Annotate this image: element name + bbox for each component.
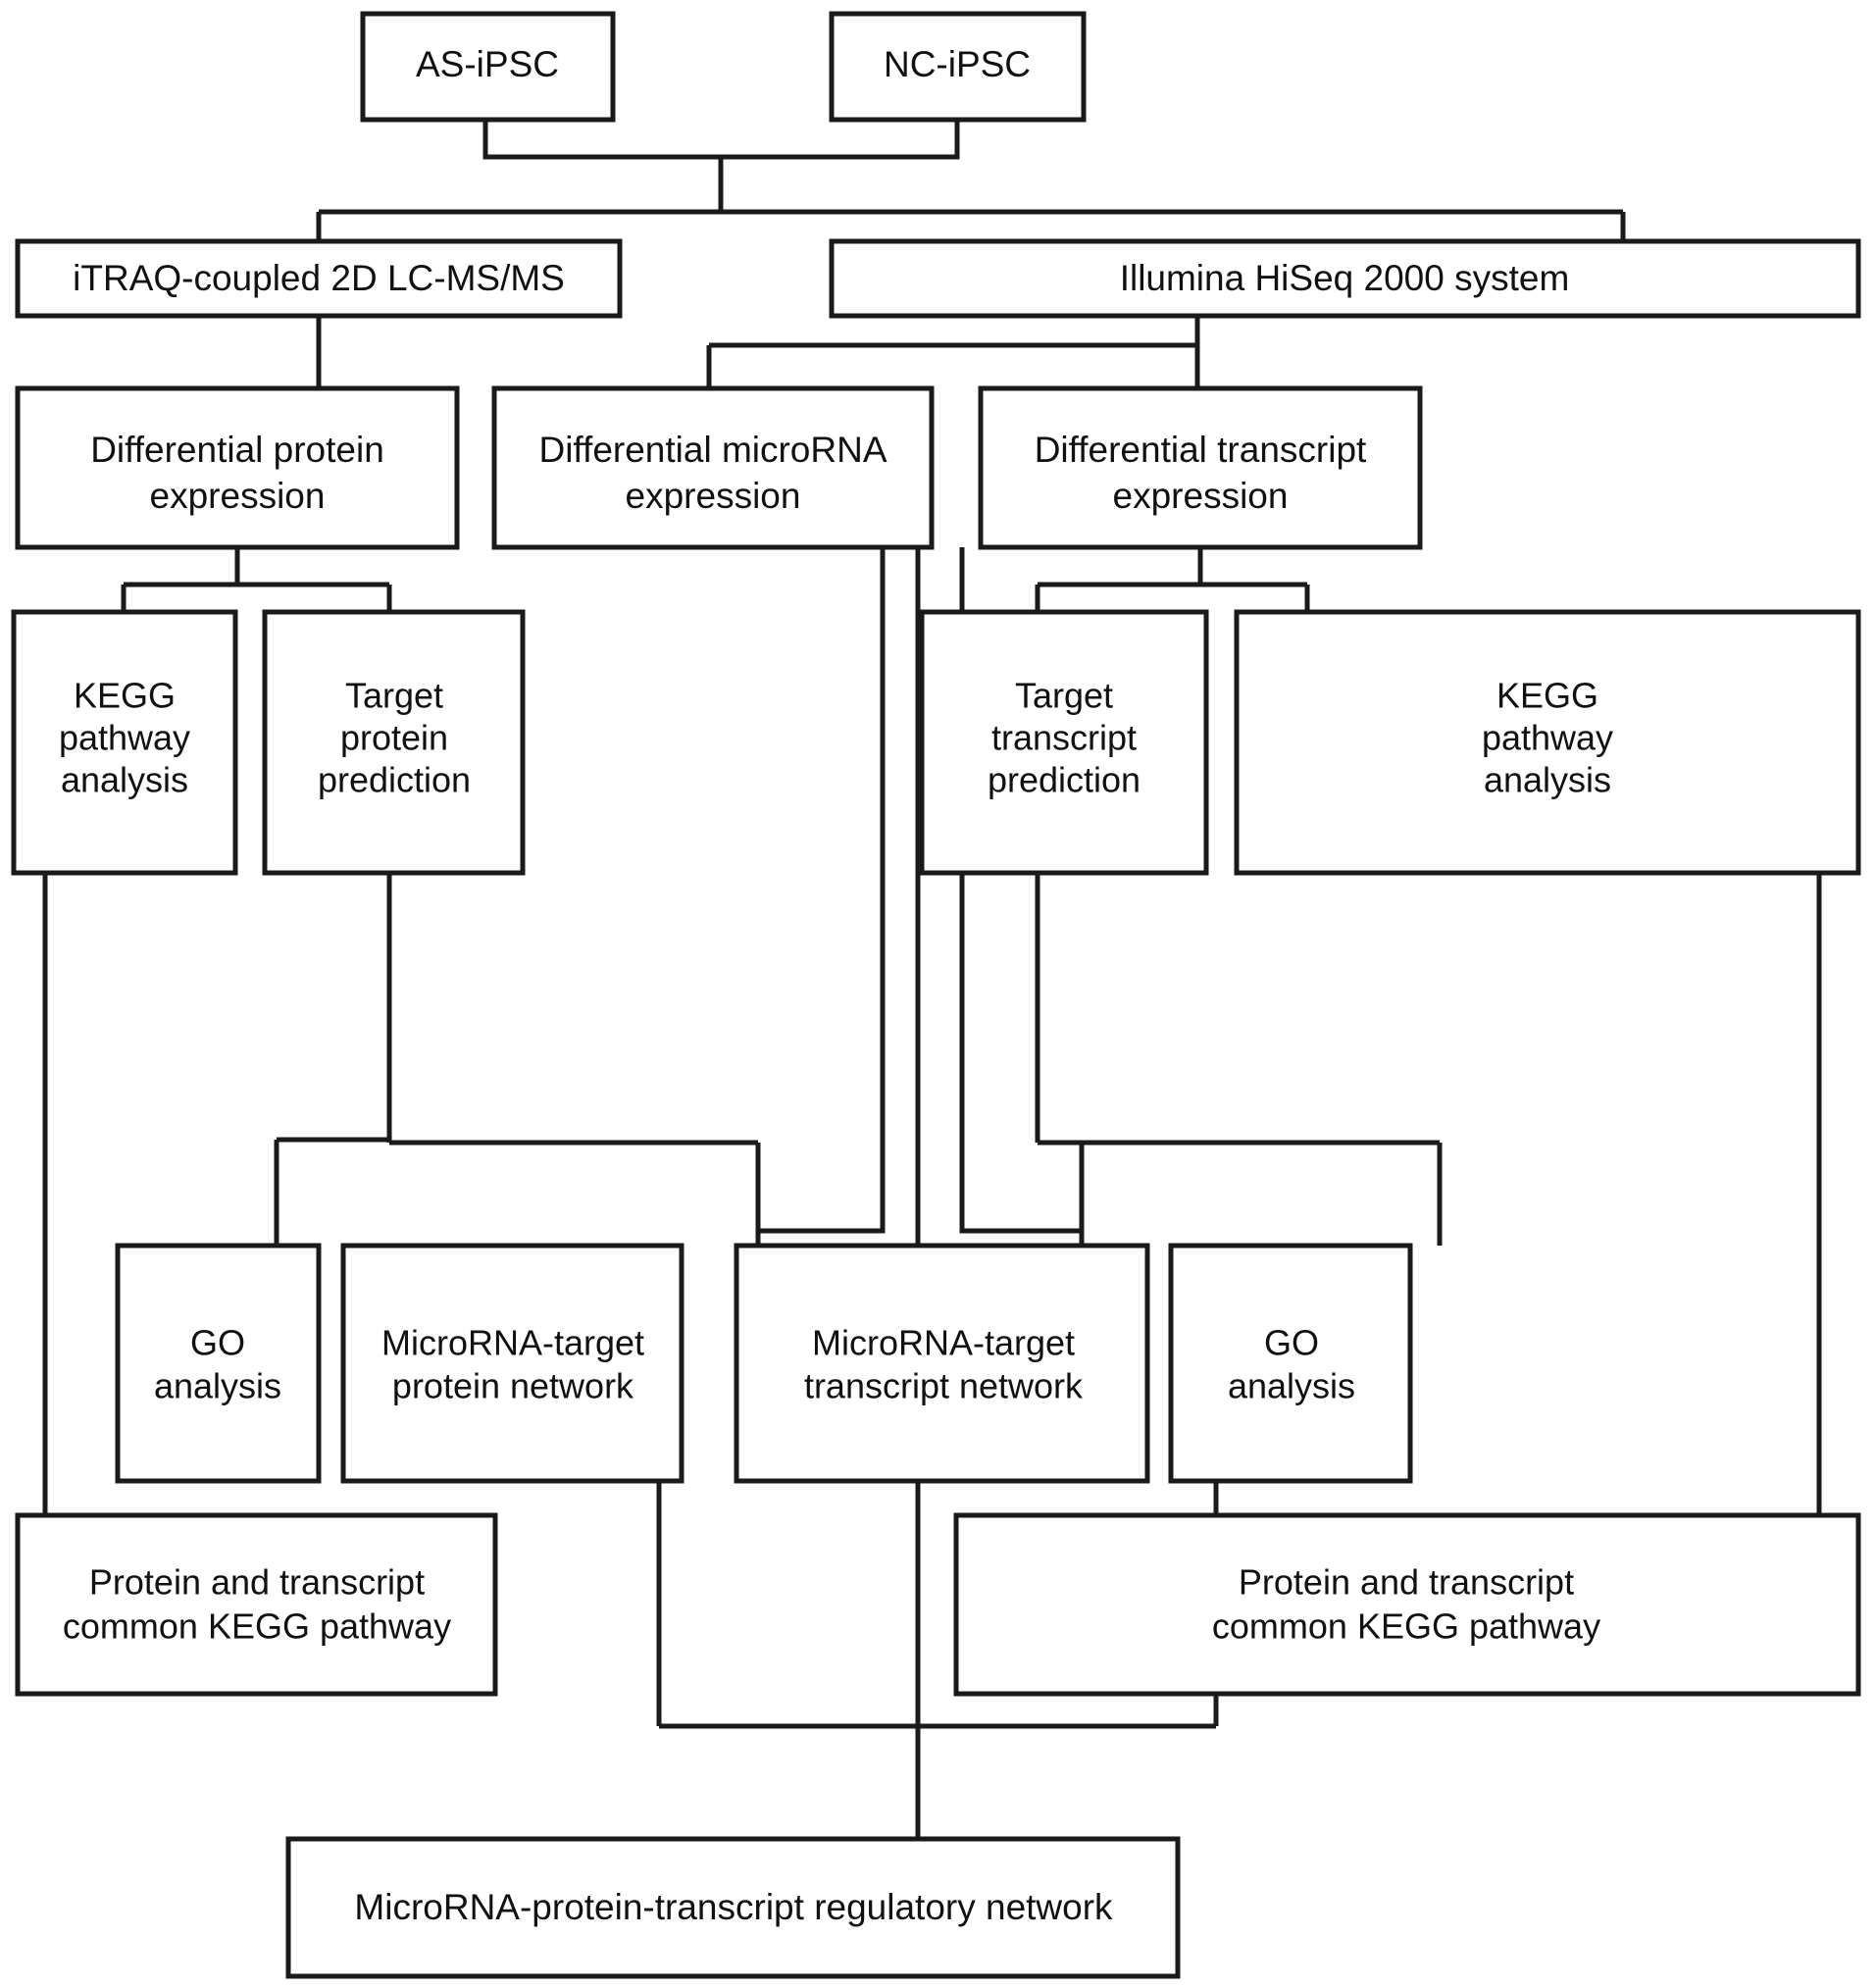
common-kegg-left-label-line2: common KEGG pathway [63,1606,451,1647]
go-left-label-line2: analysis [154,1366,281,1406]
kegg-right-label-line3: analysis [1484,760,1611,800]
common-kegg-right-label-line1: Protein and transcript [1239,1562,1574,1603]
differential-protein-label-line2: expression [150,476,326,516]
common-kegg-right-label-line2: common KEGG pathway [1212,1606,1600,1647]
common-kegg-left-box[interactable] [15,1512,498,1697]
illumina-label: Illumina HiSeq 2000 system [1120,258,1570,298]
node-illumina[interactable]: Illumina HiSeq 2000 system [829,238,1861,319]
nc-ipsc-box[interactable] [829,11,1087,123]
mirna-protein-network-label-line1: MicroRNA-target [381,1323,644,1363]
as-ipsc-box[interactable] [360,11,616,123]
itraq-label: iTRAQ-coupled 2D LC-MS/MS [73,258,565,298]
node-nc-ipsc[interactable]: NC-iPSC [829,11,1087,123]
node-common-kegg-pathway-right[interactable]: Protein and transcript common KEGG pathw… [953,1512,1861,1697]
differential-protein-box[interactable] [15,385,460,550]
node-itraq[interactable]: iTRAQ-coupled 2D LC-MS/MS [15,238,623,319]
go-left-label-line1: GO [190,1323,245,1363]
final-network-box[interactable] [285,1836,1181,1979]
kegg-right-label-line1: KEGG [1496,676,1598,716]
node-differential-microrna-expression[interactable]: Differential microRNA expression [491,385,935,550]
itraq-box[interactable] [15,238,623,319]
differential-transcript-label-line2: expression [1113,476,1289,516]
node-go-analysis-right[interactable]: GO analysis [1168,1243,1413,1484]
target-transcript-box[interactable] [919,609,1209,876]
mirna-protein-network-box[interactable] [340,1243,684,1484]
differential-transcript-label-line1: Differential transcript [1035,430,1367,470]
connector-microrna-left-leg [755,547,886,1246]
target-protein-label-line2: protein [340,718,448,758]
kegg-right-label-line2: pathway [1482,718,1613,758]
node-microrna-protein-transcript-regulatory-network[interactable]: MicroRNA-protein-transcript regulatory n… [285,1836,1181,1979]
go-right-label-line1: GO [1264,1323,1319,1363]
node-microrna-target-protein-network[interactable]: MicroRNA-target protein network [340,1243,684,1484]
node-common-kegg-pathway-left[interactable]: Protein and transcript common KEGG pathw… [15,1512,498,1697]
node-kegg-pathway-analysis-left[interactable]: KEGG pathway analysis [11,609,238,876]
mirna-transcript-network-label-line2: transcript network [804,1366,1084,1406]
node-go-analysis-left[interactable]: GO analysis [115,1243,322,1484]
go-left-box[interactable] [115,1243,322,1484]
common-kegg-right-box[interactable] [953,1512,1861,1697]
target-transcript-label-line3: prediction [988,760,1141,800]
as-ipsc-label: AS-iPSC [416,44,559,84]
go-right-label-line2: analysis [1228,1366,1355,1406]
differential-microrna-label-line2: expression [626,476,801,516]
differential-transcript-box[interactable] [978,385,1423,550]
node-target-transcript-prediction[interactable]: Target transcript prediction [919,609,1209,876]
node-microrna-target-transcript-network[interactable]: MicroRNA-target transcript network [734,1243,1150,1484]
node-as-ipsc[interactable]: AS-iPSC [360,11,616,123]
kegg-left-label-line1: KEGG [74,676,176,716]
mirna-transcript-network-box[interactable] [734,1243,1150,1484]
target-transcript-label-line1: Target [1015,676,1113,716]
illumina-box[interactable] [829,238,1861,319]
go-right-box[interactable] [1168,1243,1413,1484]
final-network-label: MicroRNA-protein-transcript regulatory n… [354,1887,1113,1927]
node-differential-transcript-expression[interactable]: Differential transcript expression [978,385,1423,550]
target-protein-label-line3: prediction [318,760,471,800]
differential-protein-label-line1: Differential protein [90,430,384,470]
kegg-left-label-line2: pathway [59,718,190,758]
differential-microrna-label-line1: Differential microRNA [538,430,887,470]
nc-ipsc-label: NC-iPSC [884,44,1031,84]
common-kegg-left-label-line1: Protein and transcript [89,1562,425,1603]
target-transcript-label-line2: transcript [991,718,1137,758]
target-protein-label-line1: Target [345,676,443,716]
kegg-right-box[interactable] [1234,609,1861,876]
target-protein-box[interactable] [262,609,526,876]
connector-ipsc-merge [482,120,960,160]
kegg-left-label-line3: analysis [61,760,188,800]
node-kegg-pathway-analysis-right[interactable]: KEGG pathway analysis [1234,609,1861,876]
kegg-left-box[interactable] [11,609,238,876]
mirna-transcript-network-label-line1: MicroRNA-target [812,1323,1075,1363]
connector-layer [42,120,1822,1839]
mirna-protein-network-label-line2: protein network [392,1366,634,1406]
node-differential-protein-expression[interactable]: Differential protein expression [15,385,460,550]
node-target-protein-prediction[interactable]: Target protein prediction [262,609,526,876]
differential-microrna-box[interactable] [491,385,935,550]
